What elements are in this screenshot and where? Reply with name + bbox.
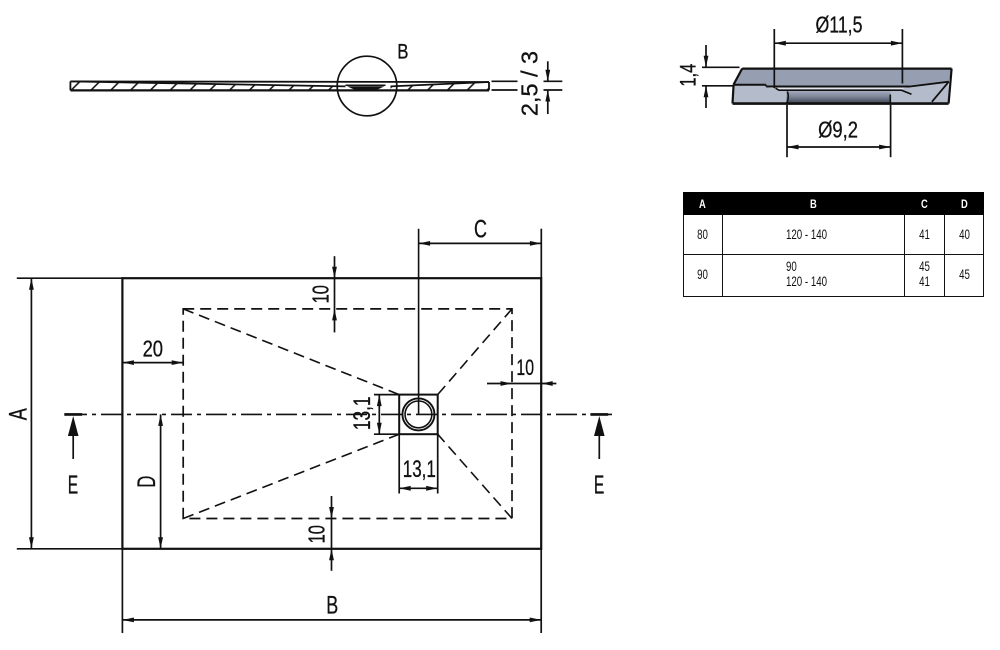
- svg-text:E: E: [594, 470, 604, 499]
- svg-text:Ø9,2: Ø9,2: [818, 118, 858, 143]
- svg-text:2,5 / 3: 2,5 / 3: [517, 51, 543, 116]
- svg-text:20: 20: [143, 337, 163, 362]
- svg-text:B: B: [397, 41, 408, 64]
- svg-text:A: A: [3, 408, 32, 420]
- svg-text:10: 10: [516, 357, 534, 381]
- svg-text:13,1: 13,1: [349, 396, 375, 430]
- svg-text:E: E: [68, 470, 78, 499]
- svg-text:13,1: 13,1: [403, 456, 436, 483]
- svg-text:D: D: [134, 476, 161, 488]
- svg-text:Ø11,5: Ø11,5: [816, 12, 863, 38]
- svg-text:1,4: 1,4: [676, 64, 701, 87]
- svg-text:10: 10: [305, 525, 330, 543]
- svg-text:C: C: [474, 214, 487, 243]
- svg-text:10: 10: [309, 285, 334, 303]
- svg-text:B: B: [326, 590, 338, 619]
